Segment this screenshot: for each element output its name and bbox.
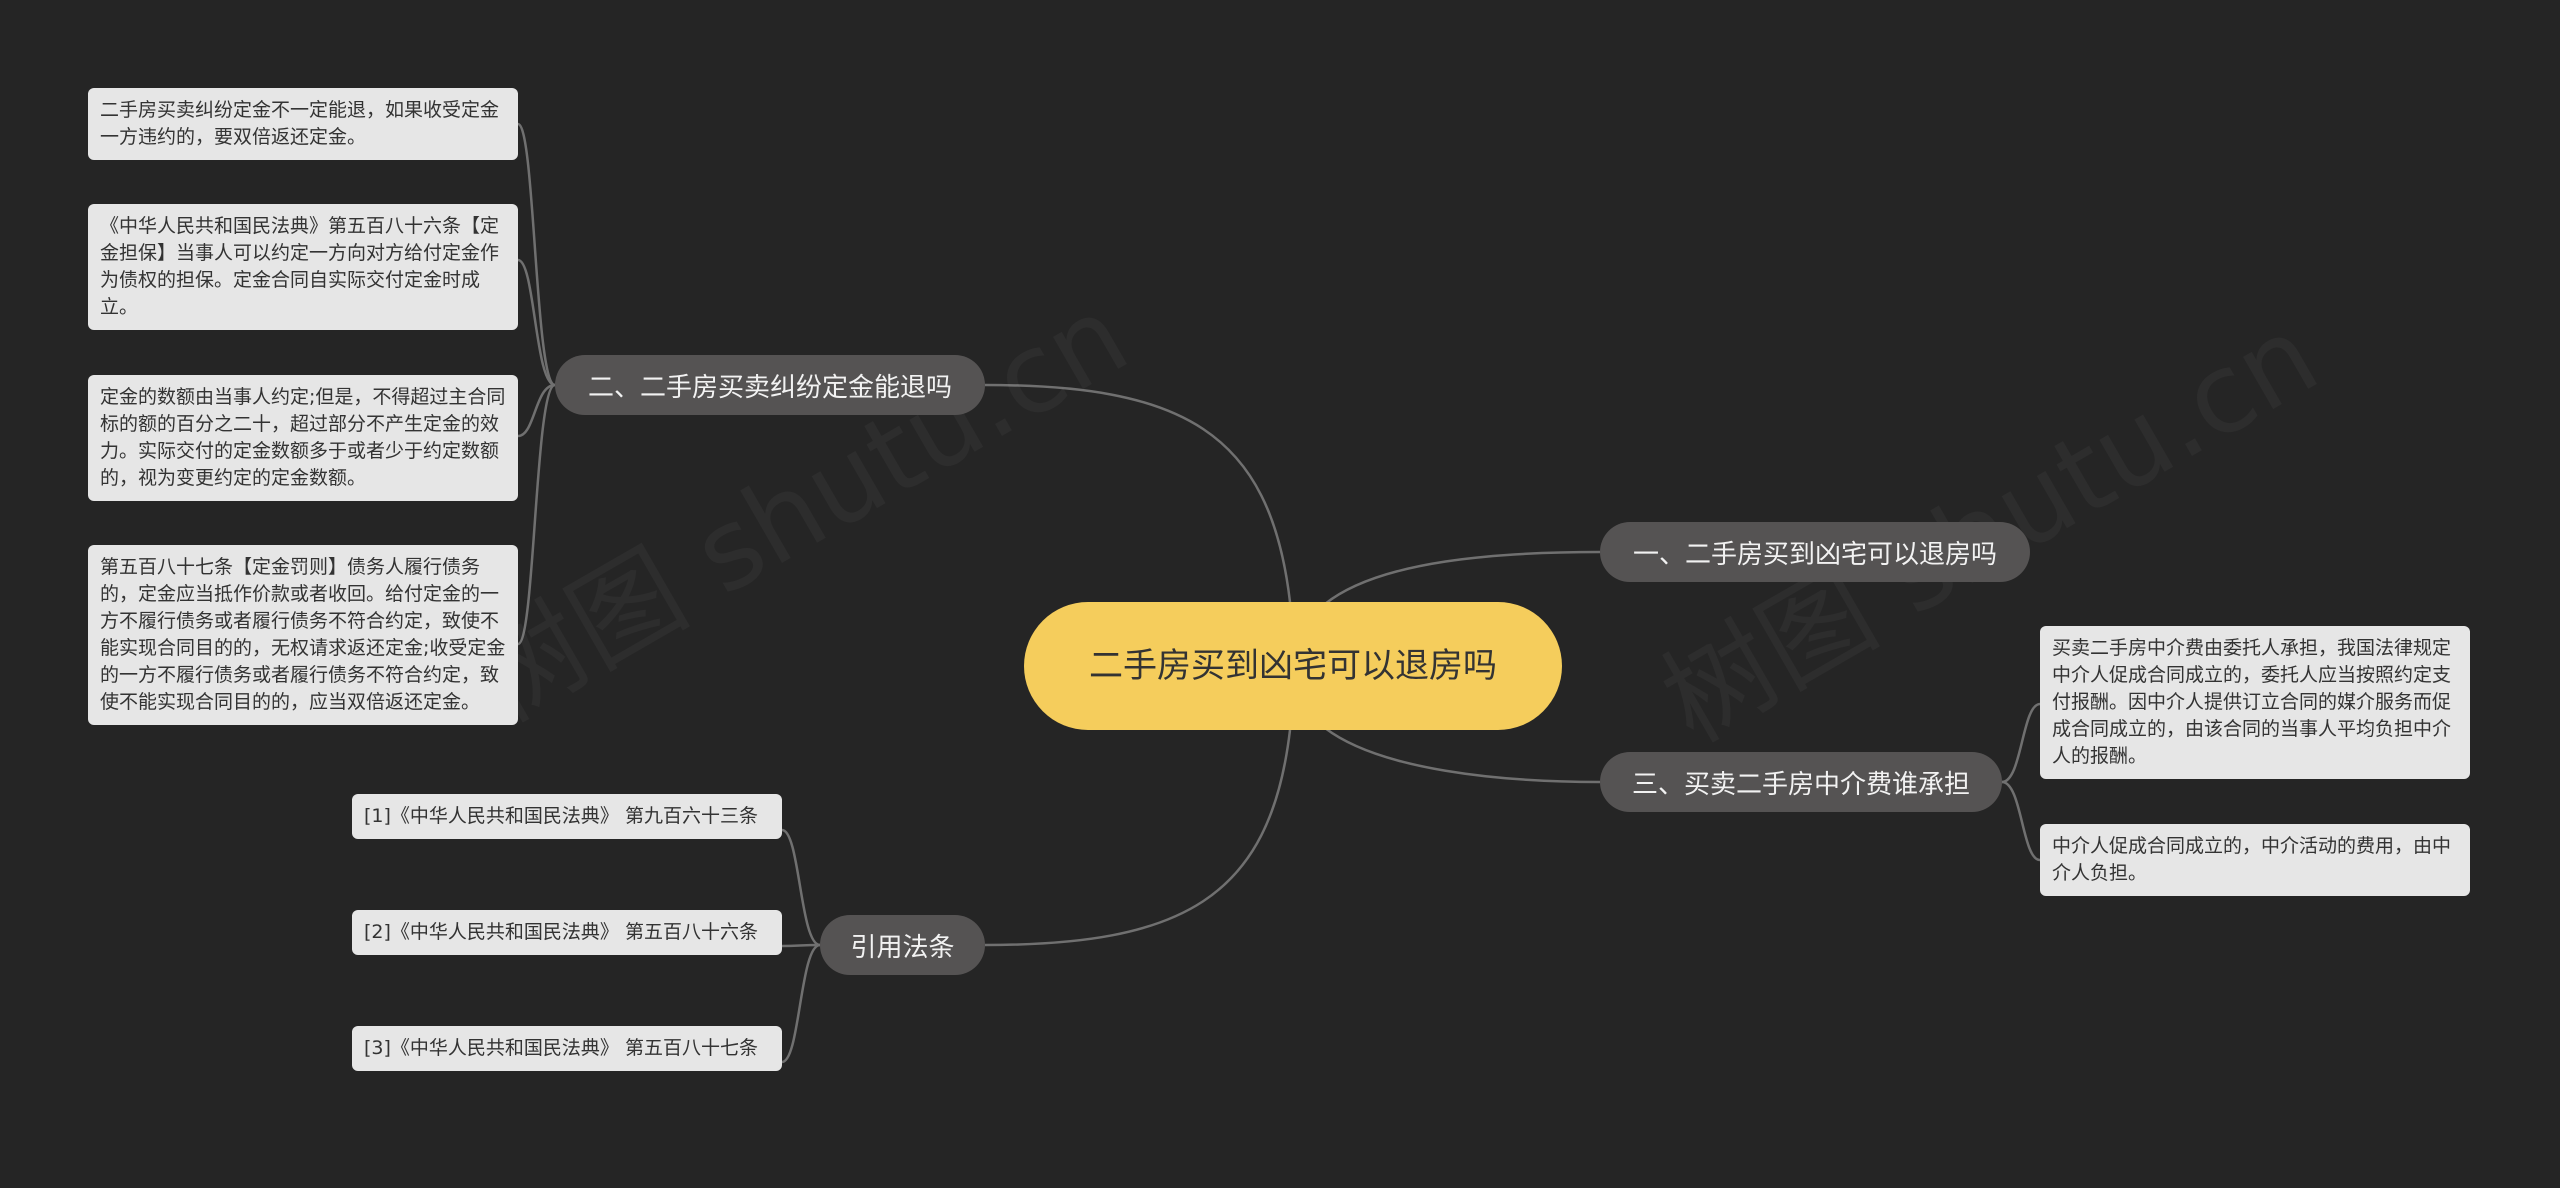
leaf-deposit-amount[interactable]: 定金的数额由当事人约定;但是，不得超过主合同标的额的百分之二十，超过部分不产生定… — [88, 375, 518, 501]
branch-label: 引用法条 — [850, 932, 955, 963]
link-deposit-leaf-3 — [517, 383, 556, 438]
link-root-branch-laws — [984, 729, 1292, 947]
branch-agency-fee[interactable]: 三、买卖二手房中介费谁承担 — [1600, 752, 2002, 812]
leaf-deposit-article-586[interactable]: 《中华人民共和国民法典》第五百八十六条【定金担保】当事人可以约定一方向对方给付定… — [88, 204, 518, 330]
link-agency-leaf-1 — [2001, 702, 2041, 784]
branch-label: 二、二手房买卖纠纷定金能退吗 — [587, 372, 952, 403]
link-root-branch-agency — [1324, 727, 1601, 784]
link-laws-leaf-2 — [781, 943, 821, 948]
leaf-deposit-article-587[interactable]: 第五百八十七条【定金罚则】债务人履行债务的，定金应当抵作价款或者收回。给付定金的… — [88, 545, 518, 725]
leaf-text: [3]《中华人民共和国民法典》 第五百八十七条 — [364, 1037, 758, 1059]
root-topic-label: 二手房买到凶宅可以退房吗 — [1089, 646, 1497, 686]
branch-label: 三、买卖二手房中介费谁承担 — [1631, 769, 1970, 800]
branch-deposit-refund[interactable]: 二、二手房买卖纠纷定金能退吗 — [555, 355, 985, 415]
leaf-text: [1]《中华人民共和国民法典》 第九百六十三条 — [364, 805, 758, 827]
leaf-agency-cost[interactable]: 中介人促成合同成立的，中介活动的费用，由中介人负担。 — [2040, 824, 2470, 896]
leaf-text: 定金的数额由当事人约定;但是，不得超过主合同标的额的百分之二十，超过部分不产生定… — [100, 386, 506, 489]
link-laws-leaf-1 — [781, 828, 821, 947]
leaf-text: [2]《中华人民共和国民法典》 第五百八十六条 — [364, 921, 758, 943]
link-root-branch-deposit — [984, 383, 1292, 603]
leaf-law-963[interactable]: [1]《中华人民共和国民法典》 第九百六十三条 — [352, 794, 782, 839]
leaf-agency-fee-rule[interactable]: 买卖二手房中介费由委托人承担，我国法律规定中介人促成合同成立的，委托人应当按照约… — [2040, 626, 2470, 779]
link-agency-leaf-2 — [2001, 780, 2041, 862]
leaf-text: 二手房买卖纠纷定金不一定能退，如果收受定金一方违约的，要双倍返还定金。 — [100, 99, 500, 148]
leaf-text: 《中华人民共和国民法典》第五百八十六条【定金担保】当事人可以约定一方向对方给付定… — [100, 215, 500, 318]
leaf-text: 买卖二手房中介费由委托人承担，我国法律规定中介人促成合同成立的，委托人应当按照约… — [2052, 637, 2452, 767]
leaf-text: 第五百八十七条【定金罚则】债务人履行债务的，定金应当抵作价款或者收回。给付定金的… — [100, 556, 506, 713]
root-topic[interactable]: 二手房买到凶宅可以退房吗 — [1024, 602, 1562, 730]
leaf-law-587[interactable]: [3]《中华人民共和国民法典》 第五百八十七条 — [352, 1026, 782, 1071]
link-deposit-leaf-2 — [517, 258, 556, 387]
link-deposit-leaf-1 — [516, 122, 556, 387]
link-root-branch-haunted — [1324, 550, 1601, 605]
leaf-text: 中介人促成合同成立的，中介活动的费用，由中介人负担。 — [2052, 835, 2452, 884]
leaf-deposit-summary[interactable]: 二手房买卖纠纷定金不一定能退，如果收受定金一方违约的，要双倍返还定金。 — [88, 88, 518, 160]
link-deposit-leaf-4 — [516, 383, 556, 646]
branch-haunted-house-refund[interactable]: 一、二手房买到凶宅可以退房吗 — [1600, 522, 2030, 582]
branch-label: 一、二手房买到凶宅可以退房吗 — [1632, 539, 1997, 570]
link-laws-leaf-3 — [781, 943, 821, 1064]
branch-cited-laws[interactable]: 引用法条 — [820, 915, 985, 975]
leaf-law-586[interactable]: [2]《中华人民共和国民法典》 第五百八十六条 — [352, 910, 782, 955]
